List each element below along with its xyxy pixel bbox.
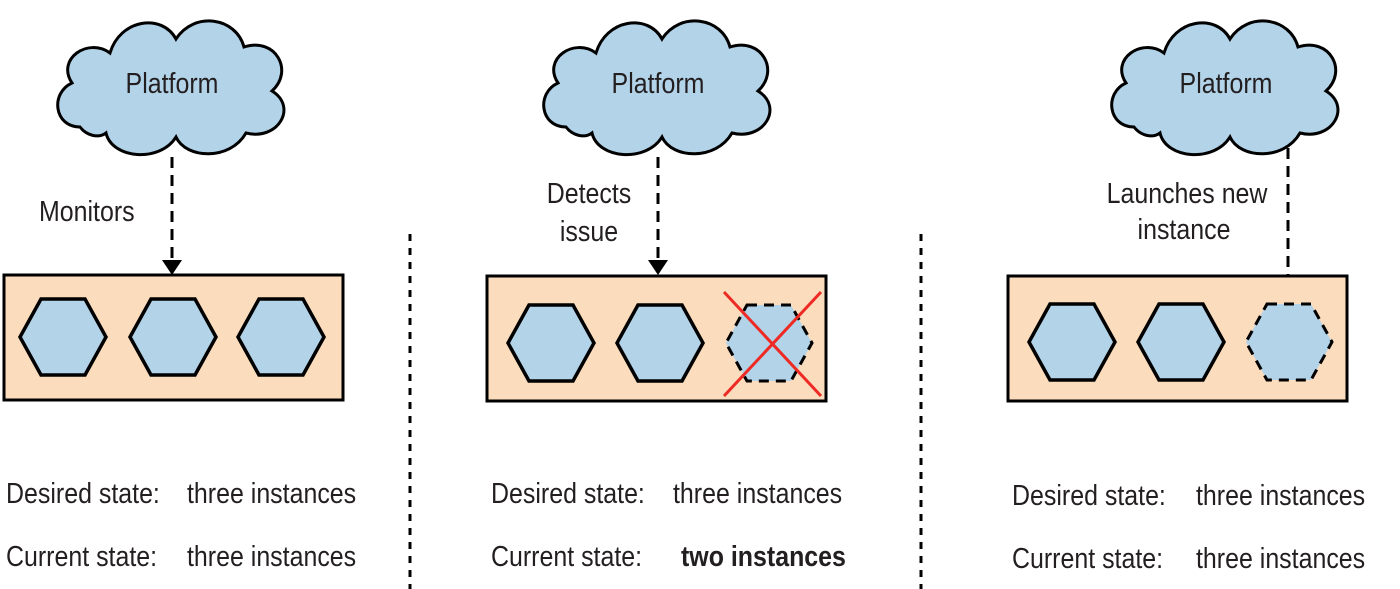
- instance-hexagon: [18, 297, 108, 377]
- desired-state-value: three instances: [1196, 480, 1366, 512]
- current-state-value-highlighted: two instances: [681, 541, 846, 573]
- current-state-value: three instances: [1196, 543, 1366, 575]
- instance-hexagon: [128, 297, 218, 377]
- current-state-label: Current state:: [491, 541, 643, 573]
- detects-issue-label-line2: issue: [559, 216, 619, 248]
- desired-state-value: three instances: [673, 478, 843, 510]
- monitor-arrowhead: [162, 260, 182, 275]
- instance-hexagon: [236, 297, 326, 377]
- instance-hexagon: [506, 303, 596, 383]
- platform-label: Platform: [1179, 68, 1273, 100]
- desired-state-value: three instances: [187, 478, 357, 510]
- current-state-value: three instances: [187, 541, 357, 573]
- failure-cross-line: [722, 290, 823, 398]
- new-instance-hexagon: [1244, 302, 1334, 382]
- monitors-label: Monitors: [39, 196, 135, 228]
- platform-label: Platform: [125, 68, 219, 100]
- instance-hexagon: [615, 303, 705, 383]
- launches-new-instance-label-line1: Launches new: [1106, 178, 1268, 210]
- current-state-label: Current state:: [1012, 543, 1164, 575]
- desired-state-label: Desired state:: [1012, 480, 1166, 512]
- launches-new-instance-label-line2: instance: [1137, 214, 1231, 246]
- detects-issue-label-line1: Detects: [546, 178, 632, 210]
- instance-hexagon: [1136, 302, 1226, 382]
- current-state-label: Current state:: [6, 541, 158, 573]
- desired-state-label: Desired state:: [491, 478, 645, 510]
- platform-label: Platform: [611, 68, 705, 100]
- instance-hexagon: [1027, 302, 1117, 382]
- desired-state-label: Desired state:: [6, 478, 160, 510]
- detect-arrowhead: [648, 260, 668, 275]
